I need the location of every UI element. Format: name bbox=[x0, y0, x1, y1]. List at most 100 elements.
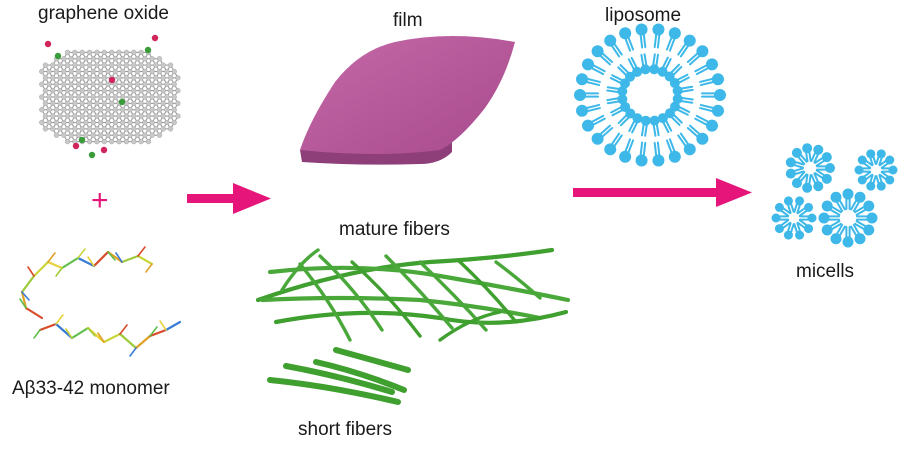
oxygen-atom bbox=[108, 76, 116, 84]
carbon-atom bbox=[90, 107, 96, 113]
carbon-atom bbox=[127, 68, 133, 75]
carbon-atom bbox=[101, 88, 107, 94]
liposome-lipid-outer bbox=[582, 58, 606, 76]
carbon-atom bbox=[138, 100, 144, 106]
carbon-atom bbox=[116, 62, 122, 68]
carbon-atom bbox=[79, 113, 85, 119]
carbon-atom bbox=[42, 88, 49, 94]
carbon-atom bbox=[79, 62, 85, 68]
micelle-lipid bbox=[875, 149, 886, 166]
mature-fiber bbox=[456, 258, 518, 324]
carbon-atom bbox=[145, 100, 152, 106]
carbon-atom bbox=[112, 119, 118, 126]
carbon-atom bbox=[167, 75, 174, 81]
liposome-lipid-outer bbox=[694, 114, 718, 132]
liposome-lipid-outer bbox=[591, 45, 614, 66]
mature-fiber bbox=[273, 309, 569, 325]
carbon-atom bbox=[46, 68, 52, 75]
carbon-atom bbox=[50, 88, 56, 94]
carbon-atom bbox=[90, 119, 96, 126]
carbon-atom bbox=[83, 132, 89, 138]
short-fiber bbox=[333, 347, 411, 373]
liposome-lipid-outer bbox=[699, 73, 724, 87]
film-illustration bbox=[300, 36, 515, 165]
monomer-stick bbox=[136, 254, 154, 266]
micelle-lipid bbox=[785, 167, 805, 179]
carbon-atom bbox=[94, 62, 100, 68]
micelle bbox=[771, 196, 817, 240]
carbon-atom bbox=[171, 68, 177, 75]
carbon-atom bbox=[112, 68, 118, 75]
monomer-branch bbox=[65, 328, 73, 339]
micelle-lipid bbox=[842, 226, 854, 248]
monomer-branch bbox=[97, 332, 105, 343]
carbon-atom bbox=[138, 88, 144, 94]
micelle-lipid bbox=[814, 169, 832, 184]
mature-fiber bbox=[350, 260, 422, 338]
carbon-atom bbox=[83, 94, 89, 100]
carbon-atom bbox=[145, 88, 152, 94]
hydrogen-atom bbox=[54, 52, 62, 60]
carbon-atom bbox=[53, 132, 60, 138]
carbon-atom bbox=[160, 62, 166, 68]
carbon-atom bbox=[160, 100, 166, 106]
monomer-branch bbox=[145, 263, 153, 273]
film-label: film bbox=[393, 10, 423, 31]
carbon-atom bbox=[72, 126, 78, 132]
carbon-atom bbox=[175, 113, 181, 119]
monomer-branch bbox=[47, 252, 56, 263]
carbon-atom bbox=[149, 56, 155, 62]
liposome-lipid-inner bbox=[670, 101, 691, 116]
carbon-atom bbox=[50, 62, 56, 68]
liposome-lipid-outer bbox=[635, 23, 648, 49]
carbon-atom bbox=[175, 88, 181, 94]
carbon-atom bbox=[94, 139, 100, 145]
micelle-lipid bbox=[818, 212, 840, 224]
arrow-right bbox=[573, 178, 752, 207]
carbon-atom bbox=[75, 68, 82, 75]
monomer-stick bbox=[148, 328, 168, 338]
carbon-atom bbox=[68, 68, 74, 75]
carbon-atom bbox=[127, 56, 133, 62]
carbon-atom bbox=[42, 100, 49, 106]
carbon-atom bbox=[127, 94, 133, 100]
liposome-lipid-inner bbox=[628, 113, 643, 134]
liposome-lipid-inner bbox=[627, 56, 643, 77]
mature-fiber bbox=[298, 262, 352, 342]
monomer-branch bbox=[159, 320, 167, 331]
carbon-atom bbox=[127, 81, 133, 87]
monomer-branch bbox=[137, 246, 146, 257]
carbon-atom bbox=[156, 107, 163, 113]
carbon-atom bbox=[123, 49, 130, 55]
monomer-branch bbox=[119, 324, 128, 335]
carbon-atom bbox=[164, 107, 170, 113]
micelle-lipid bbox=[791, 171, 808, 189]
monomer-branch bbox=[27, 266, 35, 277]
carbon-atom bbox=[64, 139, 71, 145]
carbon-atom bbox=[138, 75, 144, 81]
micelle-lipid bbox=[793, 222, 805, 240]
mature-fibers-illustration bbox=[255, 247, 571, 342]
monomer-branch bbox=[87, 327, 96, 337]
carbon-atom bbox=[105, 132, 111, 138]
carbon-atom bbox=[105, 81, 111, 87]
micelle-lipid bbox=[810, 144, 824, 164]
mature-fiber bbox=[318, 254, 384, 332]
carbon-atom bbox=[79, 126, 85, 132]
liposome-lipid-inner bbox=[649, 53, 660, 75]
carbon-atom bbox=[101, 139, 107, 145]
carbon-atom bbox=[64, 75, 71, 81]
carbon-atom bbox=[131, 139, 137, 145]
carbon-atom bbox=[42, 75, 49, 81]
carbon-atom bbox=[142, 94, 148, 100]
carbon-atom bbox=[46, 94, 52, 100]
carbon-atom bbox=[138, 49, 144, 55]
carbon-atom bbox=[109, 100, 115, 106]
carbon-atom bbox=[109, 113, 115, 119]
liposome-lipid-inner bbox=[657, 113, 673, 134]
carbon-atom bbox=[134, 81, 141, 87]
monomer-branch bbox=[77, 248, 86, 259]
carbon-atom bbox=[57, 75, 63, 81]
hydrogen-atom bbox=[118, 98, 126, 106]
plus-sign: + bbox=[91, 184, 109, 217]
